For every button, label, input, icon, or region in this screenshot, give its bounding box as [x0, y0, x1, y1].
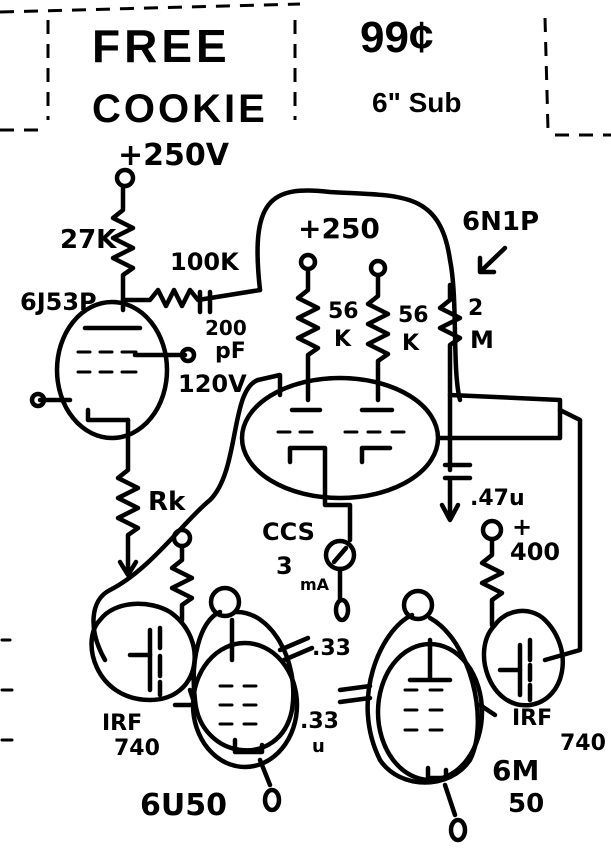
label-cap-33-a: .33 — [312, 636, 351, 661]
label-irf-right-a: IRF — [512, 706, 552, 731]
label-tube-6m50-a: 6M — [492, 754, 539, 787]
driver-stage: +250 56 K 56 K 6N1P 2 M .47u CCS 3 mA — [91, 188, 563, 663]
label-irf-left-b: 740 — [114, 736, 160, 761]
input-stage: +250V 27K 6J53P 100K 200 pF 120V Rk — [20, 138, 263, 578]
label-irf-right-b: 740 — [560, 731, 606, 756]
label-rk: Rk — [148, 487, 186, 517]
label-v-400-b: 400 — [510, 538, 560, 566]
coupon-strip: FREE COOKIE 99¢ 6" Sub — [0, 2, 611, 137]
label-cap-200-a: 200 — [205, 316, 247, 340]
label-r-56k-2b: K — [402, 331, 420, 356]
coupon-price-text: 99¢ — [360, 13, 433, 62]
label-v-120: 120V — [178, 370, 247, 398]
label-tube-6m50-b: 50 — [508, 789, 544, 819]
label-r-100k: 100K — [170, 248, 240, 276]
label-cap-33-c: u — [312, 736, 325, 757]
coupon-cookie-text: COOKIE — [92, 87, 268, 131]
label-cap-200-b: pF — [215, 339, 246, 364]
label-r-56k-2a: 56 — [398, 303, 429, 328]
left-margin-fragments — [0, 638, 14, 742]
label-v-400-a: + — [512, 513, 532, 541]
label-r-56k-1b: K — [334, 327, 352, 352]
label-cap-47: .47u — [470, 486, 525, 511]
mosfet-irf740-left — [89, 601, 197, 703]
label-tube-6j53p: 6J53P — [20, 288, 97, 316]
label-r-27k: 27K — [60, 225, 117, 255]
label-irf-left-a: IRF — [102, 711, 142, 736]
label-r-2m-a: 2 — [468, 296, 483, 321]
coupon-free-text: FREE — [92, 20, 231, 72]
tube-6n1p — [239, 375, 441, 501]
tube-6j53p — [54, 299, 170, 441]
label-r-2m-b: M — [470, 326, 494, 354]
label-r-56k-1a: 56 — [328, 299, 359, 324]
output-left: IRF 740 .33 6U50 — [89, 527, 351, 823]
label-supply-left: +250V — [118, 138, 230, 173]
output-right: .33 u + 400 IRF 740 6M 50 — [300, 407, 606, 843]
coupon-item-text: 6" Sub — [372, 87, 462, 118]
label-ccs-a: CCS — [262, 518, 315, 546]
label-cap-33-b: .33 — [300, 709, 339, 734]
label-tube-6u50: 6U50 — [140, 788, 227, 823]
label-supply-mid: +250 — [298, 212, 380, 245]
label-tube-6n1p: 6N1P — [462, 207, 539, 237]
label-ccs-b: 3 — [276, 552, 293, 580]
mosfet-irf740-right — [481, 608, 565, 708]
label-ccs-c: mA — [300, 575, 330, 594]
